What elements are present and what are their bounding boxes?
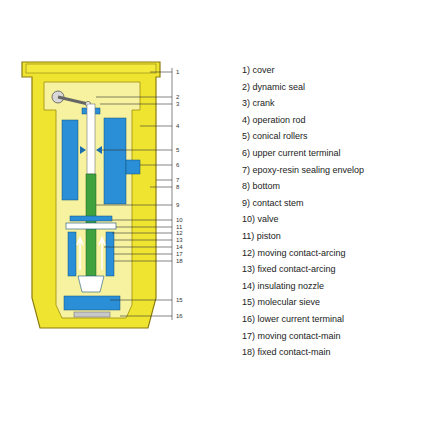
callout-number: 12	[176, 230, 183, 236]
callout-number: 10	[176, 217, 183, 223]
callout-number: 3	[176, 101, 179, 107]
part-name: 17) moving contact-main	[242, 332, 341, 341]
conical-rollers	[80, 146, 102, 154]
callout-number: 18	[176, 258, 183, 264]
callout-number: 15	[176, 297, 183, 303]
callout-number: 16	[176, 313, 183, 319]
cover	[26, 64, 156, 73]
part-name: 3) crank	[242, 99, 275, 108]
crank-arm	[58, 97, 88, 104]
part-name: 7) epoxy-resin sealing envelop	[242, 166, 364, 175]
callout-number: 6	[176, 162, 179, 168]
part-name: 15) molecular sieve	[242, 298, 320, 307]
callout-number: 1	[176, 69, 179, 75]
callout-number: 5	[176, 147, 179, 153]
left-guide	[62, 120, 78, 200]
part-name: 16) lower current terminal	[242, 315, 344, 324]
epoxy-housing	[22, 62, 160, 328]
operation-rod	[87, 104, 95, 174]
part-name: 14) insulating nozzle	[242, 282, 324, 291]
part-name: 13) fixed contact-arcing	[242, 265, 336, 274]
callout-number: 13	[176, 237, 183, 243]
part-name: 2) dynamic seal	[242, 83, 305, 92]
callout-number: 4	[176, 123, 179, 129]
callout-number: 11	[176, 224, 182, 230]
fixed-contact-main	[106, 232, 114, 276]
part-name: 1) cover	[242, 66, 275, 75]
callout-number: 2	[176, 94, 179, 100]
part-name: 12) moving contact-arcing	[242, 249, 346, 258]
upper-current-terminal	[104, 118, 126, 204]
part-name: 6) upper current terminal	[242, 149, 341, 158]
callout-number: 7	[176, 177, 179, 183]
part-name: 8) bottom	[242, 182, 280, 191]
callout-number: 14	[176, 244, 183, 250]
leader-lines	[96, 68, 172, 320]
piston	[66, 223, 116, 229]
part-name: 10) valve	[242, 215, 279, 224]
callout-number: 17	[176, 251, 183, 257]
upper-terminal-lug	[126, 160, 140, 174]
part-name: 5) conical rollers	[242, 132, 308, 141]
lower-current-terminal	[64, 296, 120, 310]
callout-number: 9	[176, 202, 179, 208]
inner-cavity	[44, 82, 140, 318]
part-name: 11) piston	[242, 232, 281, 241]
callout-number: 8	[176, 184, 179, 190]
molecular-sieve	[74, 312, 110, 317]
part-name: 18) fixed contact-main	[242, 348, 331, 357]
flow-arrows	[77, 238, 105, 270]
part-name: 4) operation rod	[242, 116, 306, 125]
valve	[70, 216, 112, 221]
moving-contact-main	[68, 232, 76, 276]
part-name: 9) contact stem	[242, 199, 304, 208]
insulating-nozzle	[78, 276, 104, 292]
